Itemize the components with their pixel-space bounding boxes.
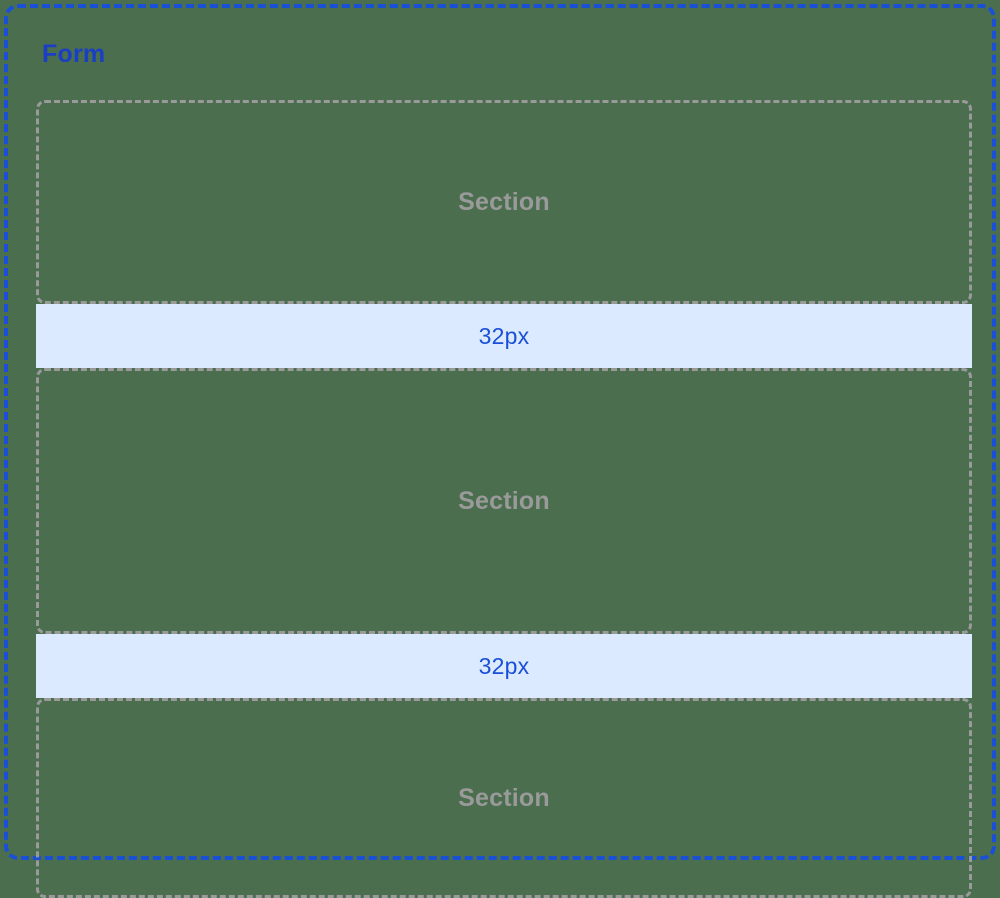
section-label-2: Section (458, 486, 550, 515)
section-box-3[interactable]: Section (36, 698, 972, 898)
spacer-band-1: 32px (36, 304, 972, 368)
section-stack: Section 32px Section 32px Section (36, 100, 972, 898)
section-label-3: Section (458, 783, 550, 812)
spacer-label-1: 32px (478, 322, 530, 349)
section-box-2[interactable]: Section (36, 368, 972, 634)
spacer-band-2: 32px (36, 634, 972, 698)
section-label-1: Section (458, 187, 550, 216)
section-box-1[interactable]: Section (36, 100, 972, 304)
spacer-label-2: 32px (478, 652, 530, 679)
form-title-label: Form (42, 40, 106, 68)
form-outline: Form Section 32px Section 32px Section (4, 4, 996, 898)
